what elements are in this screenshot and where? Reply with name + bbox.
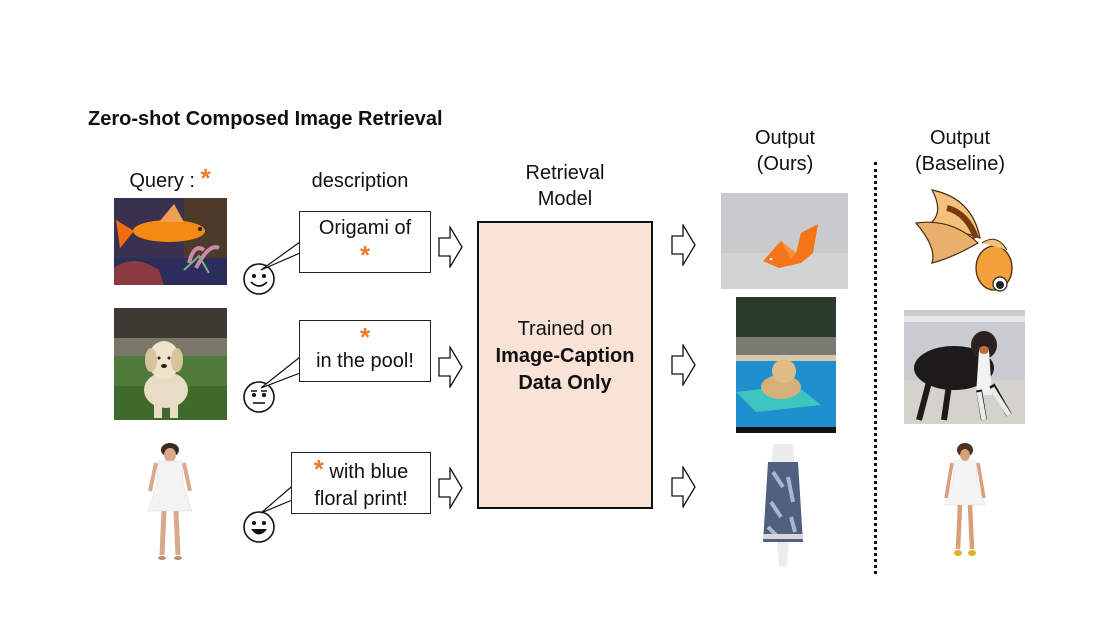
arrow-right-icon — [671, 224, 696, 266]
ours-header-line1: Output — [754, 127, 816, 149]
arrow-right-icon — [438, 346, 463, 388]
query-image-white-dress — [140, 443, 200, 565]
query-image-goldfish — [114, 198, 227, 285]
ours-image-floral-dress — [753, 442, 813, 568]
skeptical-face-icon — [243, 381, 275, 413]
ours-image-dog-pool — [736, 297, 836, 433]
arrow-right-icon — [671, 466, 696, 508]
model-text-line2: Image-Caption — [495, 345, 635, 367]
query-token-icon: * — [359, 240, 371, 270]
query-image-dog — [114, 308, 227, 420]
baseline-image-white-lace-dress — [940, 443, 990, 560]
description-text-2: in the pool! — [316, 350, 414, 372]
model-description: Trained on Image-Caption Data Only — [479, 316, 651, 397]
description-text-3a: * with blue — [292, 456, 430, 486]
baseline-image-cartoon-fish — [912, 188, 1018, 298]
arrow-right-icon — [438, 467, 463, 509]
speech-tail-3 — [260, 481, 298, 514]
description-bubble-3: * with blue floral print! — [291, 452, 431, 514]
model-header-line1: Retrieval — [525, 162, 605, 184]
baseline-header: Output (Baseline) — [895, 125, 1025, 177]
model-text-line1: Trained on — [517, 318, 613, 340]
model-header: Retrieval Model — [495, 160, 635, 212]
ours-header: Output (Ours) — [725, 125, 845, 177]
ours-header-line2: (Ours) — [756, 153, 814, 175]
query-token-icon: * — [359, 322, 371, 352]
description-bubble-1: Origami of * — [299, 211, 431, 273]
query-label: Query : — [129, 170, 195, 192]
baseline-header-line1: Output — [929, 127, 991, 149]
retrieval-model-box: Trained on Image-Caption Data Only — [477, 221, 653, 509]
model-header-line2: Model — [537, 188, 593, 210]
description-text-3a-rest: with blue — [323, 461, 409, 483]
speech-tail-2 — [260, 356, 301, 389]
arrow-right-icon — [671, 344, 696, 386]
speech-tail-1 — [260, 241, 301, 271]
baseline-header-line2: (Baseline) — [914, 153, 1006, 175]
smiling-face-icon — [243, 263, 275, 295]
arrow-right-icon — [438, 226, 463, 268]
query-header: Query : * — [110, 165, 230, 194]
section-divider — [874, 162, 877, 574]
description-bubble-2: * in the pool! — [299, 320, 431, 382]
model-text-line3: Data Only — [518, 372, 612, 394]
query-token-icon: * — [313, 454, 324, 484]
ours-image-origami-fish — [721, 193, 848, 289]
query-token-icon: * — [200, 163, 211, 193]
description-header: description — [311, 170, 409, 192]
baseline-image-dog-beach — [904, 310, 1025, 424]
grinning-face-icon — [243, 511, 275, 543]
figure-title: Zero-shot Composed Image Retrieval — [88, 108, 443, 130]
description-text-3b: floral print! — [314, 488, 408, 510]
description-text-1a: Origami of — [318, 217, 412, 239]
